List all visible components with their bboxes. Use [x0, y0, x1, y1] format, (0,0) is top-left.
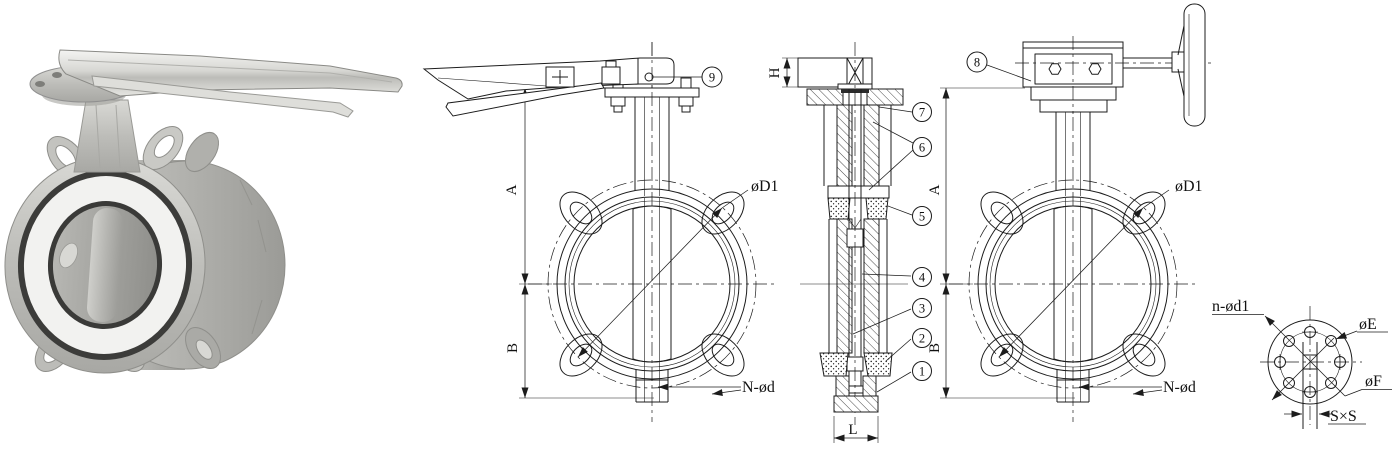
product-photo — [4, 49, 403, 374]
handwheel — [1123, 3, 1206, 127]
section-dim-h-label: H — [767, 67, 783, 78]
gearbox — [1015, 36, 1215, 114]
lever-trigger-drawing — [445, 82, 605, 117]
gear-dim-a-label: A — [927, 184, 943, 195]
photo-neck — [73, 99, 141, 173]
valve-photo — [4, 49, 403, 374]
disc-logo — [59, 242, 78, 269]
section-dim-l-label: L — [848, 422, 857, 438]
photo-trigger-lever — [91, 75, 354, 118]
section-lever-box — [797, 57, 873, 88]
callout-8-label: 8 — [974, 56, 980, 70]
callout-7-label: 7 — [919, 106, 925, 120]
gear-bolt-holes-label: N-ød — [1163, 379, 1196, 396]
section-dim-l: L — [833, 416, 879, 443]
callout-8: 8 — [966, 51, 1032, 82]
section-dim-h: H — [767, 57, 798, 88]
valve-front-view — [528, 42, 776, 422]
lever-lock-clip — [601, 66, 621, 85]
flange-bolt-pattern-drawing: n-ød1 øE øF S×S — [1212, 298, 1392, 429]
lever-handle-drawing — [422, 42, 675, 117]
upper-packing — [827, 197, 851, 220]
callout-2-label: 2 — [919, 332, 925, 346]
bottom-cover — [833, 395, 879, 413]
gear-dia-d1-label: øD1 — [1175, 178, 1203, 195]
flange-holes-label: n-ød1 — [1212, 298, 1249, 315]
gland-seal — [841, 89, 869, 93]
gear-view-dimensions — [940, 88, 1075, 398]
section-callouts: 7 6 5 4 3 2 1 — [852, 102, 932, 393]
lever-view-dimensions — [519, 88, 654, 398]
section-view-drawing: H — [767, 42, 932, 443]
lever-view-drawing: 9 A B øD1 N-ød — [422, 42, 779, 422]
photo-valve-face — [4, 156, 206, 374]
callout-1-label: 1 — [919, 365, 925, 379]
photo-lever-handle — [58, 49, 403, 118]
flange-square-label: S×S — [1330, 408, 1357, 425]
callout-9-label: 9 — [709, 71, 715, 85]
technical-drawings: 9 A B øD1 N-ød H — [422, 3, 1392, 443]
callout-9: 9 — [653, 66, 723, 88]
gear-dim-b-label: B — [927, 343, 943, 353]
flange-leaders — [1264, 315, 1363, 418]
lever-dia-d1-label: øD1 — [751, 178, 779, 195]
callout-4-label: 4 — [919, 271, 926, 285]
gear-view-drawing: 8 A B øD1 N-ød — [927, 3, 1215, 422]
lever-dim-a-label: A — [504, 184, 520, 195]
flange-dia-e-label: øE — [1359, 316, 1377, 333]
lower-packing — [819, 352, 849, 377]
stem-square — [1302, 342, 1318, 429]
disc-hub — [87, 208, 123, 322]
flange-dia-f-label: øF — [1365, 373, 1382, 390]
lever-dim-b-label: B — [505, 343, 521, 353]
callout-6-label: 6 — [919, 141, 925, 155]
lever-bolt-holes-label: N-ød — [742, 379, 775, 396]
callout-3-label: 3 — [919, 302, 925, 316]
callout-5-label: 5 — [919, 210, 925, 224]
